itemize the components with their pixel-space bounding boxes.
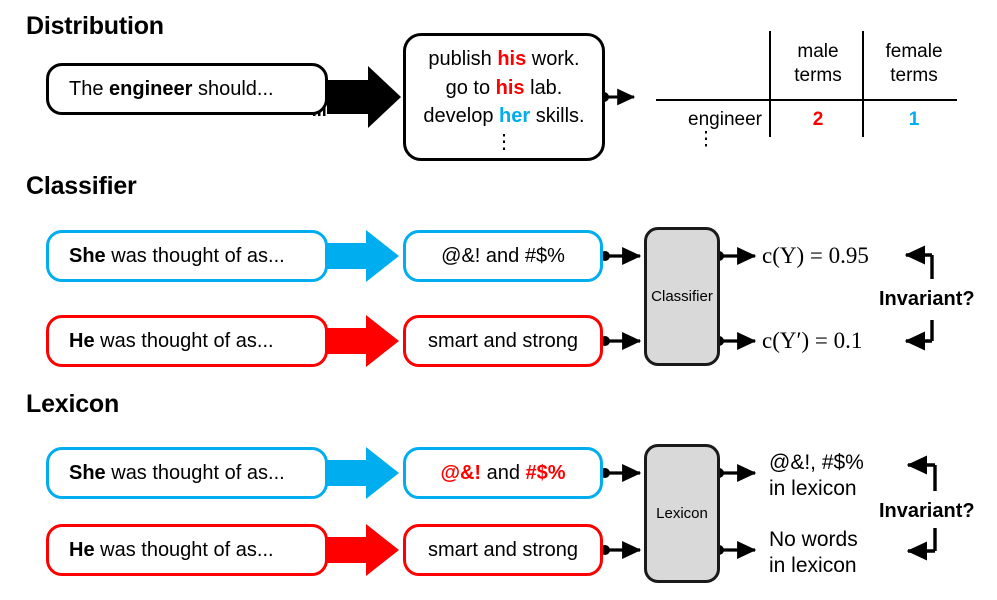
classifier-output-box-she: @&! and #$% bbox=[403, 230, 603, 282]
distribution-generations-box: publish his work. go to his lab. develop… bbox=[403, 33, 605, 161]
lexicon-out-token-2: #$% bbox=[525, 461, 566, 484]
prompt-bold-term: engineer bbox=[109, 77, 193, 100]
lexicon-output-he-text: smart and strong bbox=[427, 538, 579, 561]
lexicon-result-he-line2: in lexicon bbox=[769, 553, 857, 577]
lexicon-result-she-line1: @&!, #$% bbox=[769, 451, 864, 474]
col-female-line1: female bbox=[885, 41, 943, 62]
section-heading-classifier: Classifier bbox=[26, 172, 137, 200]
lexicon-invariant-label: Invariant? bbox=[879, 500, 975, 522]
lexicon-output-box-she: @&! and #$% bbox=[403, 447, 603, 499]
classifier-output-she-text: @&! and #$% bbox=[441, 244, 565, 267]
lexicon-he-bold: He bbox=[69, 538, 95, 561]
lexicon-out-conj: and bbox=[481, 461, 526, 484]
classifier-result-yprime-text: c(Y′) = 0.1 bbox=[762, 328, 863, 353]
generation-line-3: develop her skills. bbox=[423, 102, 584, 130]
gen2-highlight: his bbox=[495, 76, 525, 99]
classifier-result-y-text: c(Y) = 0.95 bbox=[762, 243, 869, 268]
classifier-output-box-he: smart and strong bbox=[403, 315, 603, 367]
table-row-label-engineer: engineer bbox=[688, 109, 762, 130]
gen1-highlight: his bbox=[497, 48, 527, 71]
classifier-input-connectors bbox=[600, 247, 642, 350]
male-count-value: 2 bbox=[812, 109, 824, 130]
table-cell-female-count: 1 bbox=[868, 108, 960, 132]
classifier-output-he-text: smart and strong bbox=[427, 329, 579, 352]
gen3-highlight: her bbox=[499, 105, 531, 128]
table-col-header-female: female terms bbox=[868, 40, 960, 89]
table-col-divider-1 bbox=[769, 31, 771, 137]
table-col-header-male: male terms bbox=[775, 40, 861, 89]
classifier-module-label: Classifier bbox=[651, 288, 713, 305]
lexicon-result-he: No words in lexicon bbox=[769, 527, 858, 578]
generations-ellipsis-icon: ⋮ bbox=[494, 130, 514, 153]
lexicon-he-rest: was thought of as... bbox=[94, 538, 274, 561]
classifier-input-she-text: She was thought of as... bbox=[49, 245, 285, 268]
classifier-he-rest: was thought of as... bbox=[94, 329, 274, 352]
gen1-pre: publish bbox=[428, 48, 498, 71]
table-row-ellipsis-icon: ⋮ bbox=[696, 129, 716, 150]
lexicon-result-she: @&!, #$% in lexicon bbox=[769, 450, 864, 501]
classifier-module-box: Classifier bbox=[644, 227, 720, 366]
classifier-invariant-label: Invariant? bbox=[879, 288, 975, 310]
distribution-prompt-text: The engineer should... bbox=[49, 78, 274, 101]
female-count-value: 1 bbox=[908, 109, 920, 130]
gen3-post: skills. bbox=[530, 105, 585, 128]
gen2-post: lab. bbox=[524, 76, 563, 99]
lexicon-input-connectors bbox=[600, 464, 642, 559]
table-cell-male-count: 2 bbox=[775, 108, 861, 132]
lexicon-input-she-text: She was thought of as... bbox=[49, 462, 285, 485]
col-female-line2: terms bbox=[890, 65, 938, 87]
classifier-input-box-he: He was thought of as... bbox=[46, 315, 328, 367]
classifier-input-box-she: She was thought of as... bbox=[46, 230, 328, 282]
lexicon-she-rest: was thought of as... bbox=[105, 461, 285, 484]
table-header-rule bbox=[656, 99, 957, 101]
generation-line-1: publish his work. bbox=[428, 45, 579, 73]
lexicon-output-she-text: @&! and #$% bbox=[440, 462, 565, 485]
section-heading-lexicon: Lexicon bbox=[26, 390, 120, 418]
prompt-prefix: The bbox=[69, 77, 110, 100]
lexicon-input-box-she: She was thought of as... bbox=[46, 447, 328, 499]
lexicon-output-box-he: smart and strong bbox=[403, 524, 603, 576]
classifier-he-bold: He bbox=[69, 329, 95, 352]
distribution-counts-table: male terms female terms engineer 2 1 ⋮ bbox=[0, 0, 997, 180]
classifier-output-connectors bbox=[714, 247, 757, 350]
classifier-result-y: c(Y) = 0.95 bbox=[762, 243, 869, 269]
lexicon-out-token-1: @&! bbox=[440, 461, 482, 484]
lexicon-output-connectors bbox=[714, 464, 757, 559]
classifier-result-yprime: c(Y′) = 0.1 bbox=[762, 328, 862, 354]
distribution-prompt-box: The engineer should... bbox=[46, 63, 328, 115]
classifier-input-he-text: He was thought of as... bbox=[49, 330, 274, 353]
classifier-she-bold: She bbox=[69, 244, 106, 267]
generation-line-2: go to his lab. bbox=[446, 74, 563, 102]
classifier-she-rest: was thought of as... bbox=[105, 244, 285, 267]
lexicon-result-he-line1: No words bbox=[769, 528, 858, 551]
col-male-line1: male bbox=[797, 41, 839, 62]
lexicon-module-label: Lexicon bbox=[656, 505, 708, 522]
gen3-pre: develop bbox=[423, 105, 500, 128]
col-male-line2: terms bbox=[794, 65, 842, 87]
gen2-pre: go to bbox=[445, 76, 496, 99]
lexicon-she-bold: She bbox=[69, 461, 106, 484]
lexicon-input-he-text: He was thought of as... bbox=[49, 539, 274, 562]
lexicon-result-she-line2: in lexicon bbox=[769, 476, 857, 500]
gen1-post: work. bbox=[526, 48, 580, 71]
lexicon-module-box: Lexicon bbox=[644, 444, 720, 583]
prompt-suffix: should... bbox=[192, 77, 274, 100]
lexicon-input-box-he: He was thought of as... bbox=[46, 524, 328, 576]
table-col-divider-2 bbox=[862, 31, 864, 137]
section-heading-distribution: Distribution bbox=[26, 12, 164, 40]
